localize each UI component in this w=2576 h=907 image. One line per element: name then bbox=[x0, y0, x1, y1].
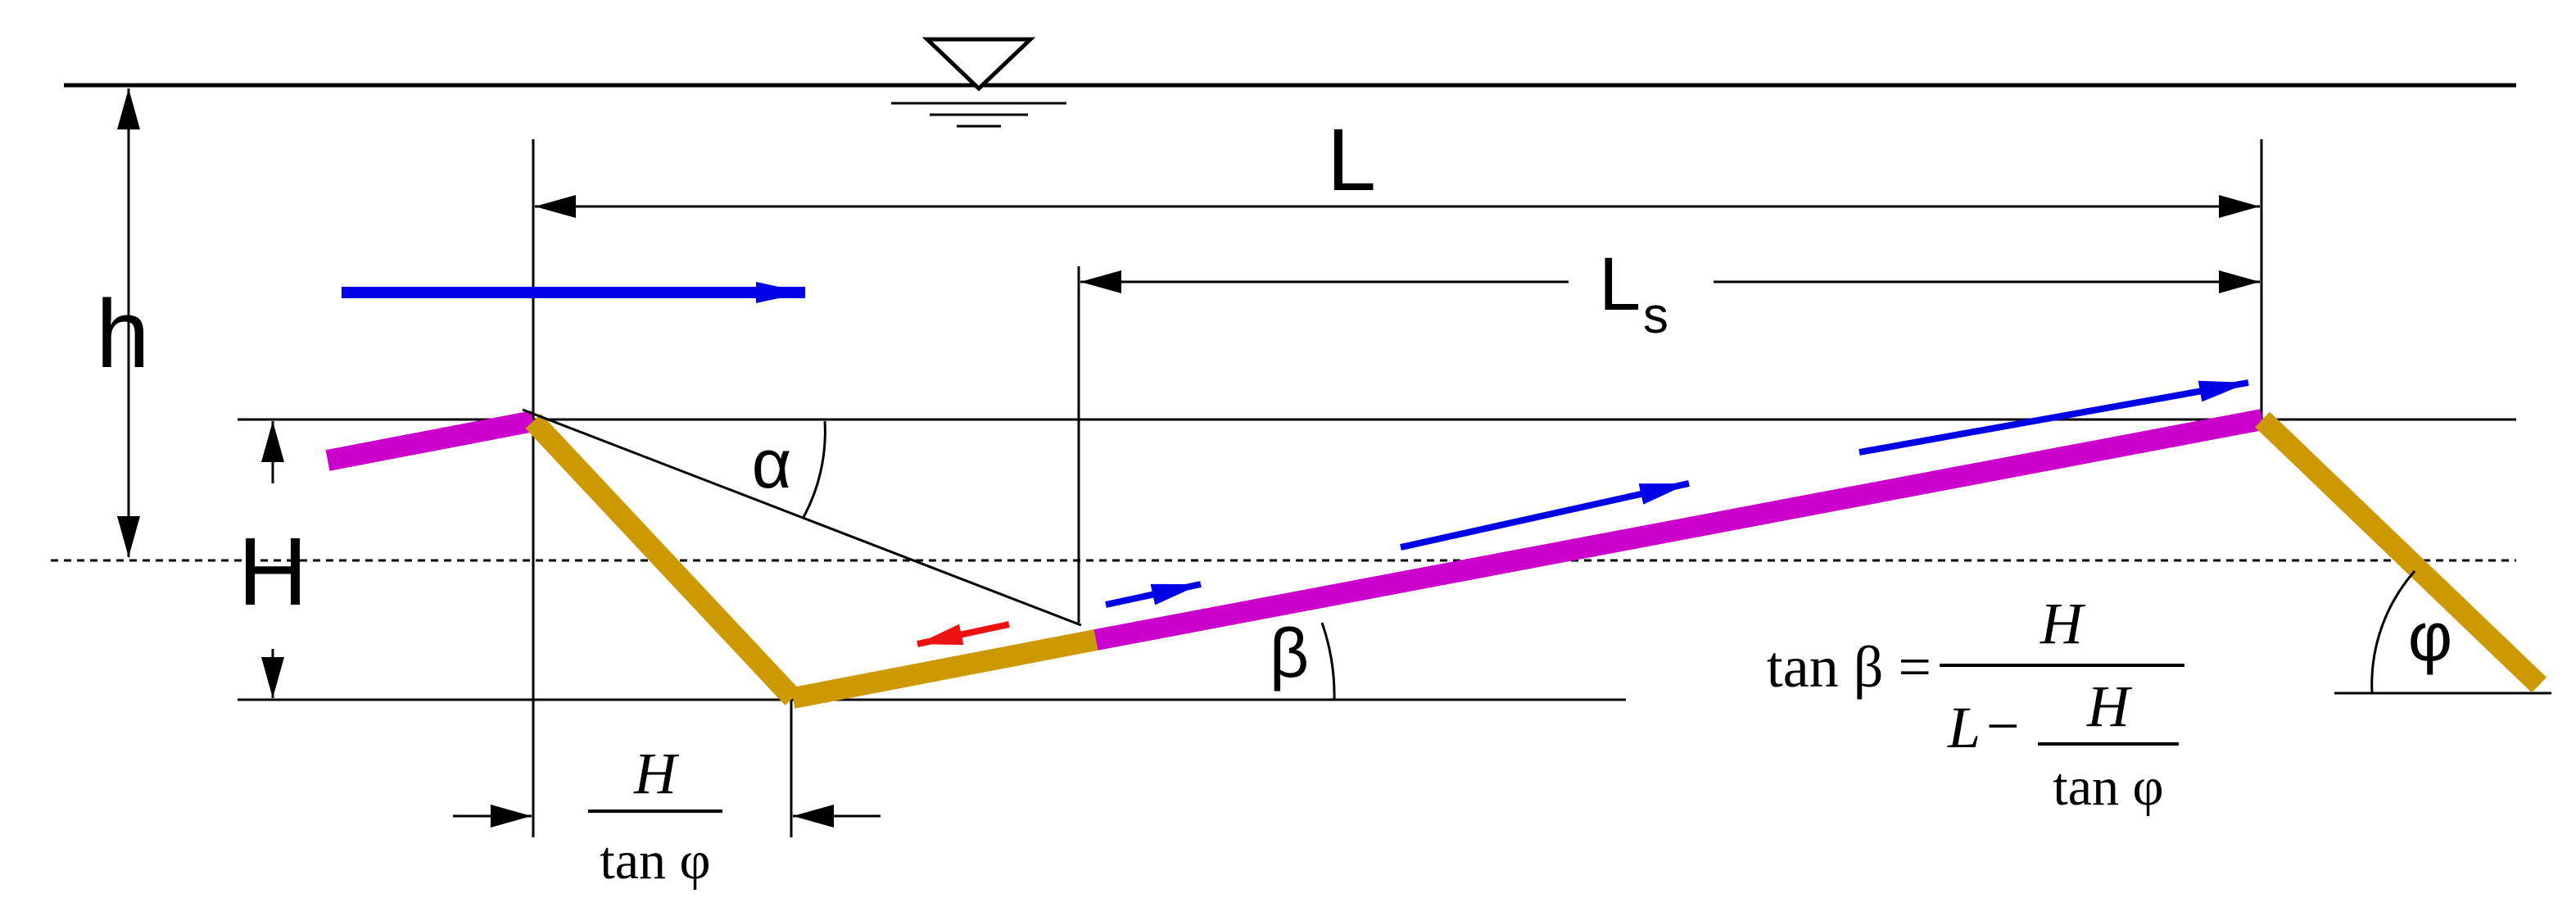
label-phi: φ bbox=[2408, 598, 2452, 675]
trough-fraction-denominator: tan φ bbox=[600, 831, 710, 891]
beta-arc bbox=[1320, 622, 1336, 701]
label-h: h bbox=[96, 280, 150, 388]
reverse-flow-arrow bbox=[917, 621, 1010, 647]
stoss-face bbox=[1093, 409, 2265, 651]
near-bed-flow-arrow-1 bbox=[1105, 581, 1202, 608]
alpha-line bbox=[522, 408, 1082, 627]
label-alpha: α bbox=[752, 425, 792, 502]
upstream-stoss-segment bbox=[325, 410, 536, 471]
alpha-arc bbox=[801, 420, 826, 519]
tan-beta-numerator: H bbox=[2040, 591, 2086, 656]
tan-beta-denominator-L: L bbox=[1947, 695, 1981, 760]
label-Ls-subscript: s bbox=[1643, 288, 1668, 344]
tan-beta-lhs: tan β = bbox=[1767, 634, 1931, 700]
tan-beta-inner-denominator: tan φ bbox=[2053, 757, 2163, 817]
label-beta: β bbox=[1270, 614, 1309, 692]
water-surface-icon bbox=[891, 37, 1066, 128]
phi-arc bbox=[2370, 570, 2416, 694]
separation-zone-bed bbox=[790, 629, 1098, 709]
trough-fraction-numerator: H bbox=[633, 741, 680, 806]
tan-beta-formula: tan β = H L − H tan φ bbox=[1767, 591, 2184, 817]
lee-face-left bbox=[525, 414, 801, 705]
near-bed-flow-arrow-2 bbox=[1400, 480, 1690, 551]
tan-beta-inner-numerator: H bbox=[2086, 673, 2133, 739]
label-L: L bbox=[1327, 110, 1376, 209]
near-bed-flow-arrow-3 bbox=[1858, 379, 2249, 456]
tan-beta-denominator-minus: − bbox=[1986, 693, 2020, 759]
lee-face-right bbox=[2255, 411, 2547, 693]
label-Ls: L bbox=[1599, 243, 1641, 326]
trough-length-fraction: H tan φ bbox=[588, 741, 722, 891]
label-H: H bbox=[238, 518, 307, 626]
